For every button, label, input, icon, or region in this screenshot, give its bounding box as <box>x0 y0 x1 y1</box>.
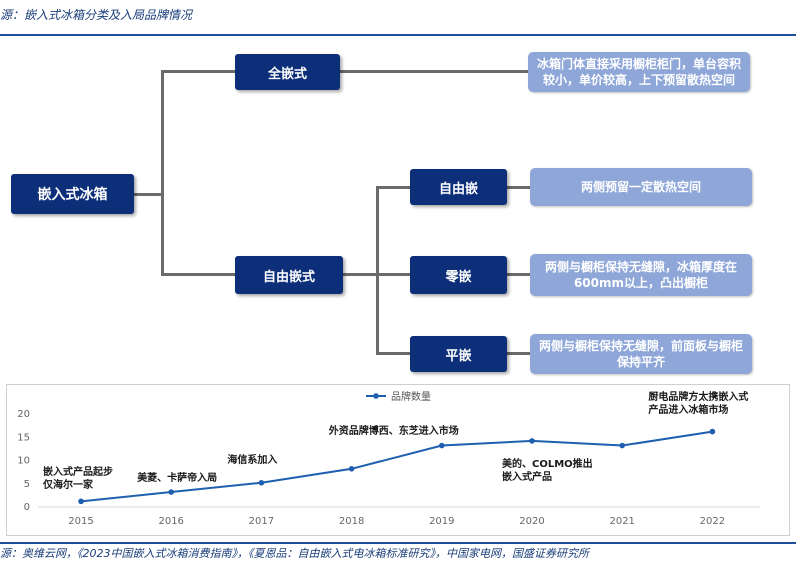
desc-full-embed-line-2: 较小，单价较高，上下预留散热空间 <box>542 73 735 87</box>
connector-lingqian-desc <box>507 273 530 276</box>
connector-free-vertical <box>376 186 379 354</box>
node-lingqian: 零嵌 <box>410 256 507 294</box>
connector-root-out <box>134 193 162 196</box>
connector-free-out <box>343 273 377 276</box>
desc-lingqian-line-2: 600mm以上，凸出橱柜 <box>573 276 709 290</box>
chart-frame <box>6 384 790 536</box>
node-root: 嵌入式冰箱 <box>11 174 134 214</box>
desc-full-embed-line-1: 冰箱门体直接采用橱柜柜门，单台容积 <box>536 56 741 71</box>
top-rule <box>0 34 796 36</box>
connector-ziyouqian-desc <box>507 186 530 189</box>
desc-ziyouqian-line-1: 两侧预留一定散热空间 <box>580 179 701 194</box>
desc-lingqian-line-1: 两侧与橱柜保持无缝隙，冰箱厚度在 <box>544 259 737 274</box>
desc-lingqian: 两侧与橱柜保持无缝隙，冰箱厚度在 600mm以上，凸出橱柜 <box>530 254 752 296</box>
figure-caption: 源：嵌入式冰箱分类及入局品牌情况 <box>0 8 193 22</box>
connector-to-ziyouqian <box>376 186 410 189</box>
connector-to-free-embed <box>161 273 235 276</box>
desc-ziyouqian: 两侧预留一定散热空间 <box>530 168 752 206</box>
bottom-rule <box>0 542 796 544</box>
desc-full-embed: 冰箱门体直接采用橱柜柜门，单台容积较小，单价较高，上下预留散热空间 <box>528 52 750 92</box>
desc-pingqian-line-2: 保持平齐 <box>616 355 665 369</box>
connector-root-vertical <box>161 70 164 276</box>
connector-pingqian-desc <box>507 352 530 355</box>
desc-pingqian-line-1: 两侧与橱柜保持无缝隙，前面板与橱柜 <box>538 338 743 353</box>
node-full-embed: 全嵌式 <box>235 54 340 90</box>
connector-to-pingqian <box>376 352 410 355</box>
node-free-embed: 自由嵌式 <box>235 256 343 294</box>
desc-pingqian: 两侧与橱柜保持无缝隙，前面板与橱柜保持平齐 <box>530 334 752 374</box>
source-note: 源：奥维云网，《2023中国嵌入式冰箱消费指南》，《夏恩品：自由嵌入式电冰箱标准… <box>0 547 589 560</box>
connector-full-to-desc <box>340 70 528 73</box>
node-ziyouqian: 自由嵌 <box>410 169 507 205</box>
connector-to-lingqian <box>376 273 410 276</box>
node-pingqian: 平嵌 <box>410 336 507 372</box>
connector-to-full-embed <box>161 70 235 73</box>
